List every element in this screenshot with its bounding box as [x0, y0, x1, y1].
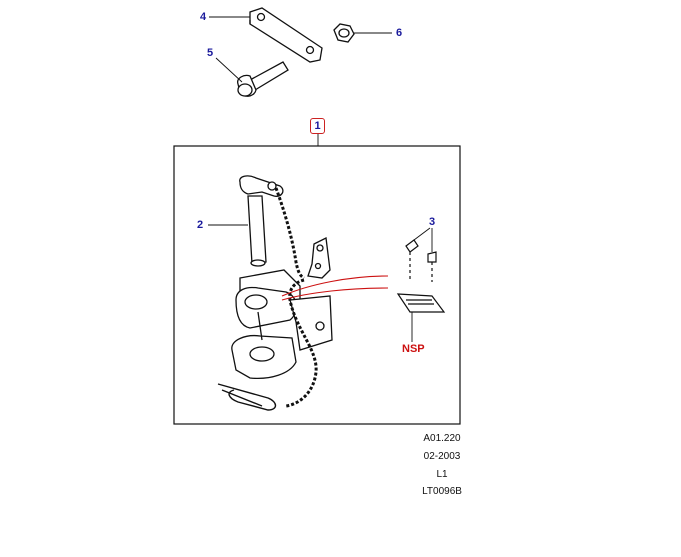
- chain-upper: [274, 187, 305, 280]
- red-leader-lower: [281, 287, 389, 301]
- tow-jaw: [231, 269, 333, 380]
- callout-6: 6: [396, 27, 403, 39]
- callout-1: 1: [310, 118, 325, 134]
- part-3-screws: [405, 239, 437, 282]
- assembly-frame: [173, 145, 461, 425]
- part-6-nut: [333, 23, 355, 43]
- callout-2: 2: [197, 219, 204, 231]
- part-5-bolt: [237, 61, 289, 97]
- leader-3a: [413, 227, 431, 241]
- callout-3: 3: [429, 216, 436, 228]
- diagram-ref: A01.220: [423, 433, 461, 444]
- red-leader-upper: [281, 275, 389, 297]
- diagram-date: 02-2003: [423, 451, 461, 462]
- callout-4: 4: [200, 11, 207, 23]
- part-4-plate: [249, 7, 323, 63]
- r-clip: [217, 383, 277, 411]
- diagram-level: L1: [436, 469, 448, 480]
- callout-5: 5: [207, 47, 214, 59]
- chain-bracket: [307, 237, 331, 279]
- nsp-label: NSP: [402, 343, 425, 355]
- part-2-pin: [239, 175, 284, 267]
- nsp-plate: [396, 293, 446, 313]
- leader-5: [215, 57, 243, 83]
- diagram-code: LT0096B: [422, 486, 462, 497]
